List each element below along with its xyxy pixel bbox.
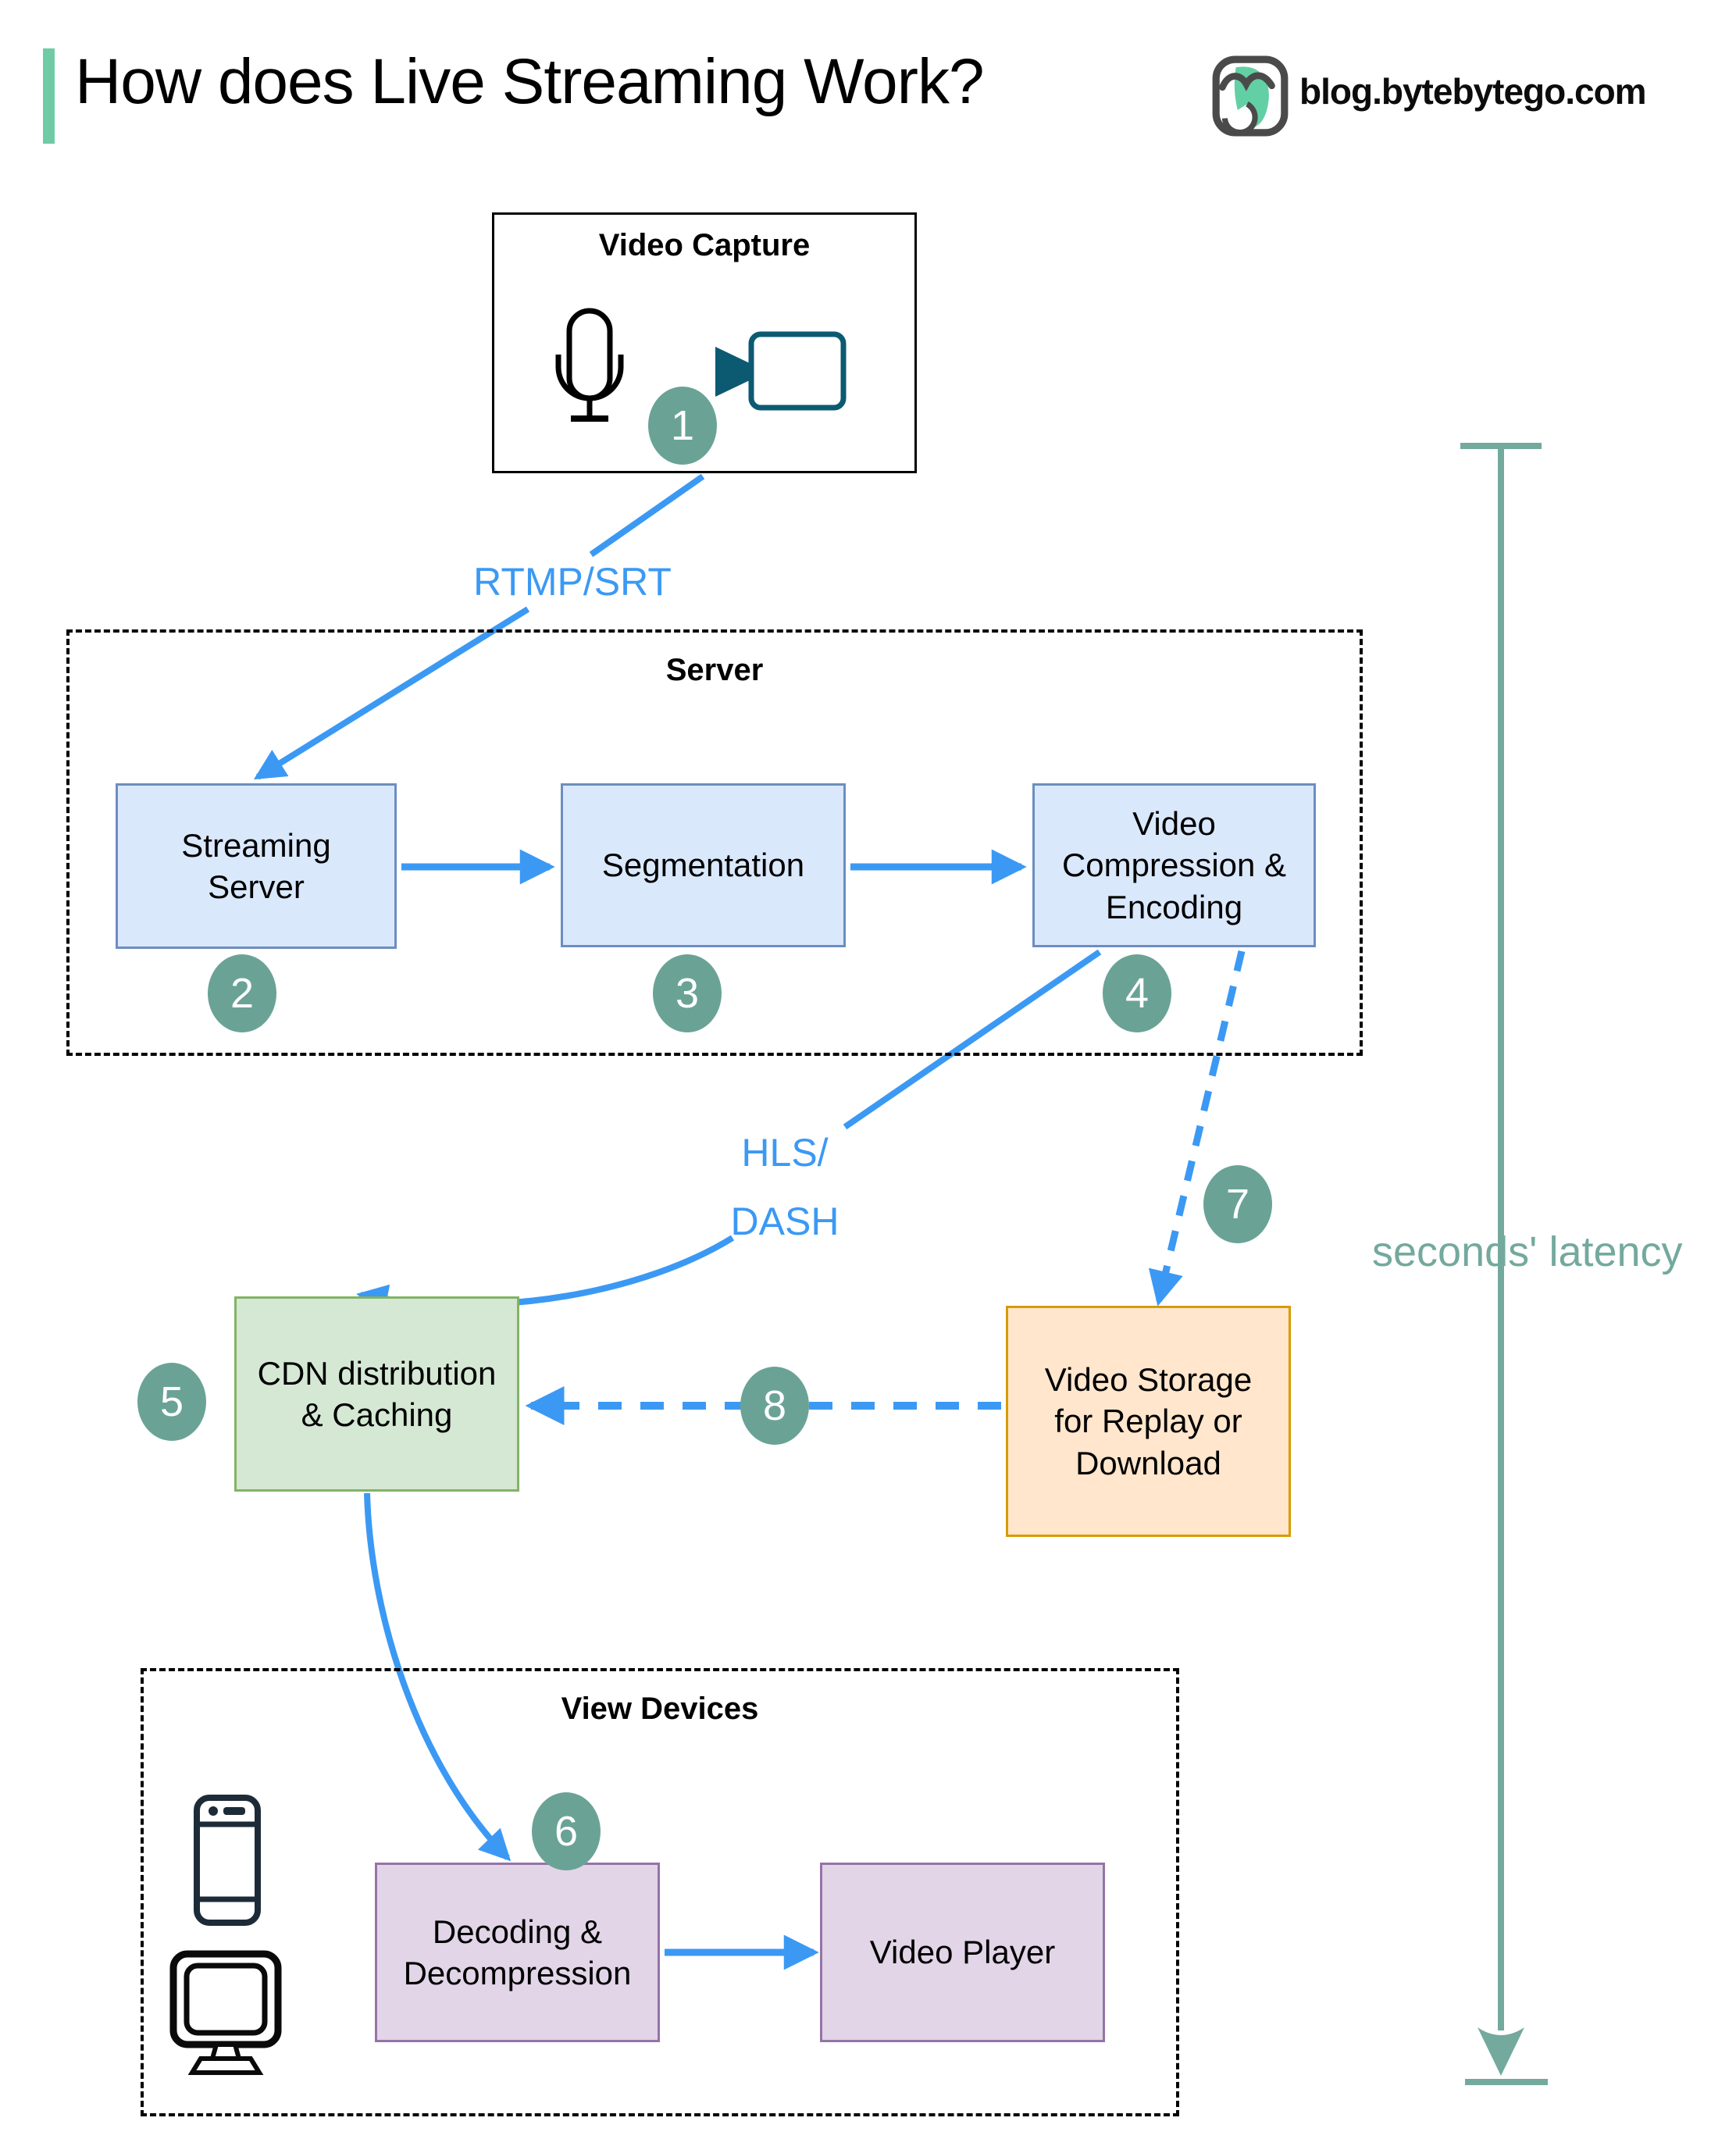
microphone-icon: [555, 308, 624, 422]
page-title: How does Live Streaming Work?: [75, 46, 985, 117]
node-decoding: Decoding & Decompression: [375, 1863, 660, 2042]
node-cdn-line2: & Caching: [301, 1396, 453, 1433]
node-video-compression: Video Compression & Encoding: [1032, 783, 1316, 947]
node-segmentation-line1: Segmentation: [601, 847, 805, 884]
node-streaming-server-line1: Streaming: [181, 826, 331, 864]
title-accent-bar: [43, 48, 55, 144]
step-badge-1: 1: [648, 387, 717, 465]
node-video-storage-line1: Video Storage: [1044, 1361, 1253, 1398]
step-badge-2: 2: [208, 954, 276, 1032]
group-view-devices: [141, 1668, 1179, 2116]
edge-label-latency: seconds' latency: [1372, 1228, 1683, 1275]
group-server: [66, 629, 1363, 1056]
node-video-player-line1: Video Player: [869, 1934, 1056, 1971]
node-video-compression-line3: Encoding: [1105, 888, 1243, 925]
monitor-icon: [169, 1950, 282, 2075]
arrow-capture-to-server-upper: [589, 473, 705, 558]
group-server-label: Server: [665, 653, 764, 687]
site-url: blog.bytebytego.com: [1299, 71, 1647, 112]
step-badge-7: 7: [1203, 1165, 1272, 1243]
video-camera-icon: [715, 331, 847, 411]
group-view-devices-label: View Devices: [561, 1692, 759, 1726]
node-cdn: CDN distribution & Caching: [234, 1296, 519, 1492]
node-decoding-line1: Decoding &: [432, 1913, 603, 1950]
step-badge-3: 3: [653, 954, 722, 1032]
latency-ruler: [1460, 443, 1548, 2085]
step-badge-5: 5: [137, 1363, 206, 1441]
node-segmentation: Segmentation: [561, 783, 846, 947]
arrow-compression-to-cdn-upper: [843, 949, 1102, 1130]
node-video-storage-line3: Download: [1075, 1444, 1221, 1481]
node-video-storage: Video Storage for Replay or Download: [1006, 1306, 1291, 1537]
arrow-cdn-to-decoding: [364, 1492, 512, 1862]
step-badge-6: 6: [532, 1792, 601, 1870]
smartphone-icon: [194, 1795, 261, 1926]
node-video-compression-line1: Video: [1132, 805, 1216, 842]
step-badge-4: 4: [1103, 954, 1171, 1032]
node-video-player: Video Player: [820, 1863, 1105, 2042]
node-streaming-server: Streaming Server: [116, 783, 397, 949]
node-video-capture-label: Video Capture: [598, 228, 811, 262]
node-cdn-line1: CDN distribution: [257, 1354, 497, 1392]
step-badge-8: 8: [740, 1367, 809, 1445]
edge-label-hls: HLS/ DASH: [668, 1118, 902, 1256]
bytebytego-logo-icon: [1212, 55, 1289, 137]
arrow-capture-to-server-lower: [253, 606, 530, 780]
node-video-compression-line2: Compression &: [1061, 847, 1287, 884]
edge-label-hls-line2: DASH: [730, 1200, 839, 1243]
edge-label-hls-line1: HLS/: [741, 1131, 829, 1175]
node-video-storage-line2: for Replay or: [1054, 1403, 1242, 1440]
node-streaming-server-line2: Server: [208, 868, 305, 905]
arrow-compression-to-storage: [1148, 950, 1246, 1307]
edge-label-rtmp: RTMP/SRT: [473, 560, 672, 604]
node-decoding-line2: Decompression: [403, 1955, 632, 1991]
